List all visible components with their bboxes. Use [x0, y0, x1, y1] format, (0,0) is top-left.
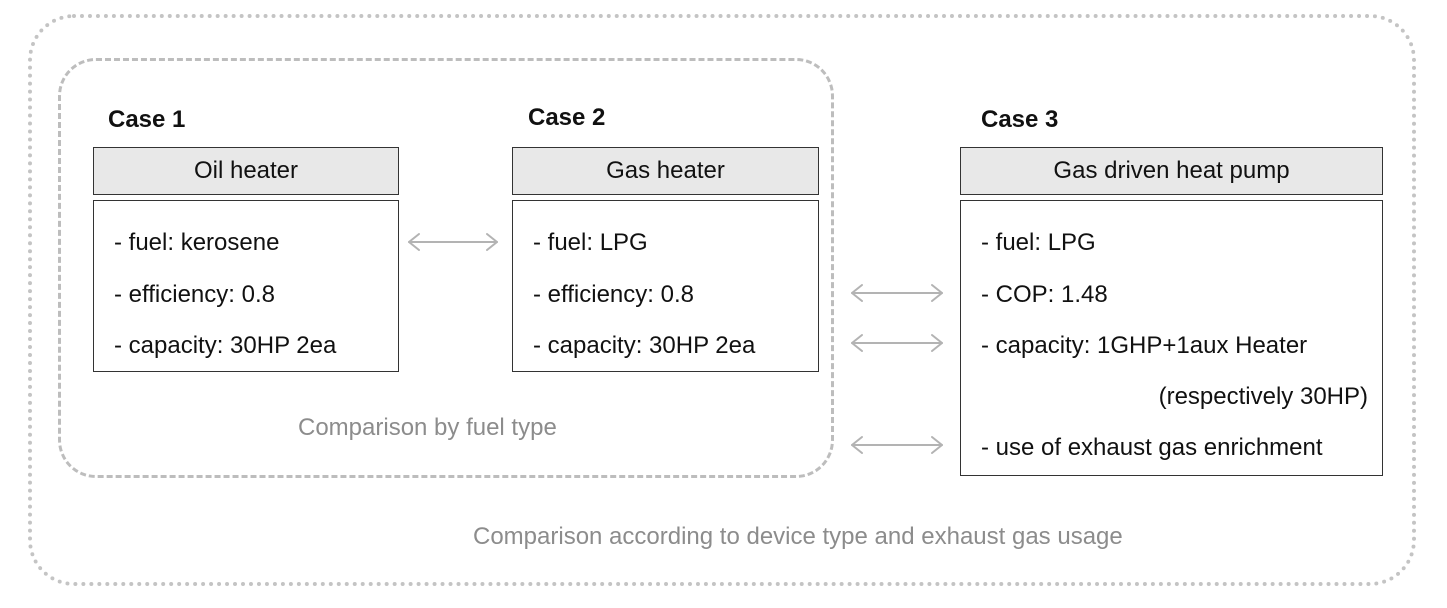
case-2-capacity: - capacity: 30HP 2ea — [533, 332, 756, 359]
case-3-title: Case 3 — [981, 106, 1059, 133]
case-3-fuel: - fuel: LPG — [981, 229, 1096, 256]
double-arrow-icon — [851, 334, 943, 352]
case-2-fuel: - fuel: LPG — [533, 229, 648, 256]
case-1-details: - fuel: kerosene - efficiency: 0.8 - cap… — [93, 200, 399, 372]
fuel-comparison-frame — [58, 58, 834, 478]
case-1-fuel: - fuel: kerosene — [114, 229, 280, 256]
case-3-details: - fuel: LPG - COP: 1.48 - capacity: 1GHP… — [960, 200, 1383, 476]
double-arrow-icon — [851, 284, 943, 302]
double-arrow-icon — [408, 233, 498, 251]
case-3-capacity-note: (respectively 30HP) — [1158, 383, 1368, 410]
case-2-header: Gas heater — [512, 147, 819, 195]
case-1-capacity: - capacity: 30HP 2ea — [114, 332, 337, 359]
case-1-header: Oil heater — [93, 147, 399, 195]
case-3-capacity: - capacity: 1GHP+1aux Heater — [981, 332, 1308, 359]
case-2-title: Case 2 — [528, 104, 606, 131]
case-3-cop: - COP: 1.48 — [981, 281, 1108, 308]
device-comparison-caption: Comparison according to device type and … — [473, 523, 1123, 550]
case-3-exhaust-gas: - use of exhaust gas enrichment — [981, 434, 1323, 461]
case-2-details: - fuel: LPG - efficiency: 0.8 - capacity… — [512, 200, 819, 372]
case-1-title: Case 1 — [108, 106, 186, 133]
case-2-efficiency: - efficiency: 0.8 — [533, 281, 694, 308]
case-1-efficiency: - efficiency: 0.8 — [114, 281, 275, 308]
double-arrow-icon — [851, 436, 943, 454]
device-comparison-frame — [28, 14, 1416, 586]
fuel-comparison-caption: Comparison by fuel type — [298, 414, 557, 441]
case-3-header: Gas driven heat pump — [960, 147, 1383, 195]
